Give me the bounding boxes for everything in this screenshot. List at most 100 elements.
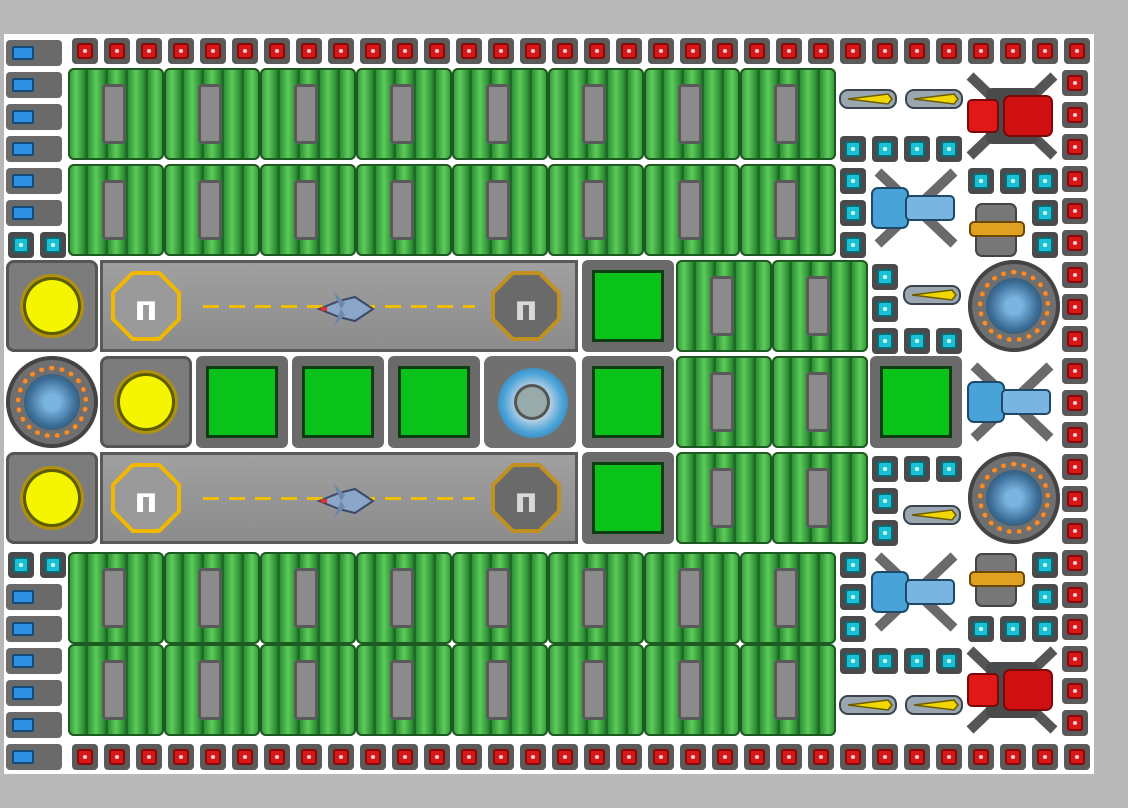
cargo-bay bbox=[870, 356, 962, 448]
armor-block bbox=[1032, 744, 1058, 770]
fuel-tank bbox=[740, 68, 836, 160]
fuel-tank bbox=[548, 68, 644, 160]
hangar-marker: ᴨ bbox=[111, 463, 181, 533]
armor-block bbox=[1064, 38, 1090, 64]
thruster-block bbox=[6, 104, 62, 130]
ion-turret bbox=[871, 552, 958, 632]
armor-block bbox=[1062, 102, 1088, 128]
armor-block bbox=[680, 38, 706, 64]
fuel-tank bbox=[548, 552, 644, 644]
armor-block bbox=[1062, 582, 1088, 608]
reactor-core bbox=[6, 452, 98, 544]
armor-block bbox=[1062, 134, 1088, 160]
thruster-block bbox=[6, 680, 62, 706]
cargo-bay bbox=[292, 356, 384, 448]
ion-turret bbox=[967, 362, 1054, 442]
shield-cell bbox=[840, 648, 866, 674]
heavy-cannon bbox=[966, 72, 1058, 160]
fuel-tank bbox=[164, 164, 260, 256]
fuel-tank bbox=[260, 552, 356, 644]
armor-block bbox=[1062, 166, 1088, 192]
shield-cell bbox=[8, 232, 34, 258]
shield-cell bbox=[1000, 616, 1026, 642]
armor-block bbox=[168, 744, 194, 770]
shield-cell bbox=[872, 136, 898, 162]
fuel-tank bbox=[356, 68, 452, 160]
shield-cell bbox=[840, 584, 866, 610]
armor-block bbox=[552, 38, 578, 64]
fuel-tank bbox=[772, 452, 868, 544]
hangar-glyph: ᴨ bbox=[134, 481, 158, 521]
armor-block bbox=[488, 744, 514, 770]
reactor-core bbox=[6, 260, 98, 352]
armor-block bbox=[840, 38, 866, 64]
laser-weapon bbox=[903, 285, 961, 305]
fuel-tank bbox=[452, 68, 548, 160]
fuel-tank bbox=[676, 260, 772, 352]
armor-block bbox=[360, 744, 386, 770]
fuel-tank bbox=[68, 644, 164, 736]
armor-block bbox=[744, 38, 770, 64]
armor-block bbox=[1062, 358, 1088, 384]
fuel-tank bbox=[644, 164, 740, 256]
armor-block bbox=[520, 744, 546, 770]
thruster-block bbox=[6, 72, 62, 98]
thruster-block bbox=[6, 712, 62, 738]
armor-block bbox=[360, 38, 386, 64]
thruster-block bbox=[6, 40, 62, 66]
armor-block bbox=[392, 38, 418, 64]
armor-block bbox=[1062, 646, 1088, 672]
fuel-tank bbox=[356, 552, 452, 644]
armor-block bbox=[264, 38, 290, 64]
armor-block bbox=[1032, 38, 1058, 64]
shield-cell bbox=[936, 456, 962, 482]
hangar-marker: ᴨ bbox=[111, 271, 181, 341]
armor-block bbox=[168, 38, 194, 64]
shield-cell bbox=[968, 616, 994, 642]
shield-cell bbox=[936, 648, 962, 674]
shield-cell bbox=[840, 200, 866, 226]
hangar-glyph: ᴨ bbox=[514, 481, 538, 521]
armor-block bbox=[904, 744, 930, 770]
thruster-block bbox=[6, 168, 62, 194]
armor-block bbox=[1062, 710, 1088, 736]
armor-block bbox=[232, 744, 258, 770]
armor-block bbox=[200, 38, 226, 64]
fuel-tank bbox=[164, 552, 260, 644]
shield-cell bbox=[1032, 616, 1058, 642]
gyroscope bbox=[968, 260, 1060, 352]
shield-cell bbox=[872, 648, 898, 674]
shield-cell bbox=[1000, 168, 1026, 194]
armor-block bbox=[296, 38, 322, 64]
shield-cell bbox=[872, 520, 898, 546]
shield-cell bbox=[1032, 584, 1058, 610]
shield-cell bbox=[936, 136, 962, 162]
fuel-tank bbox=[452, 552, 548, 644]
armor-block bbox=[616, 744, 642, 770]
fighter-icon bbox=[316, 291, 375, 327]
shield-cell bbox=[904, 136, 930, 162]
armor-block bbox=[136, 38, 162, 64]
armor-block bbox=[648, 744, 674, 770]
shield-cell bbox=[840, 168, 866, 194]
shield-cell bbox=[8, 552, 34, 578]
heavy-cannon bbox=[966, 646, 1058, 734]
armor-block bbox=[1062, 198, 1088, 224]
armor-block bbox=[744, 744, 770, 770]
cargo-bay bbox=[196, 356, 288, 448]
autocannon-turret bbox=[969, 553, 1025, 607]
fuel-tank bbox=[164, 644, 260, 736]
cockpit bbox=[484, 356, 576, 448]
shield-cell bbox=[1032, 168, 1058, 194]
armor-block bbox=[776, 744, 802, 770]
armor-block bbox=[72, 744, 98, 770]
armor-block bbox=[296, 744, 322, 770]
armor-block bbox=[232, 38, 258, 64]
fuel-tank bbox=[644, 68, 740, 160]
laser-weapon bbox=[839, 89, 897, 109]
armor-block bbox=[712, 744, 738, 770]
armor-block bbox=[1062, 422, 1088, 448]
armor-block bbox=[424, 744, 450, 770]
armor-block bbox=[1062, 294, 1088, 320]
armor-block bbox=[1062, 518, 1088, 544]
